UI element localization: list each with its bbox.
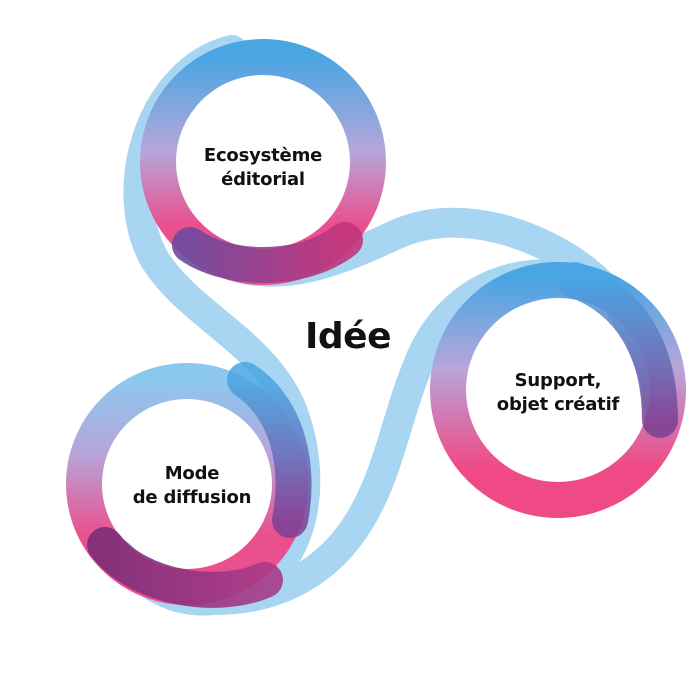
ring-overlap <box>557 262 678 438</box>
center-title: Idée <box>305 316 392 357</box>
node-ecosysteme-editorial: Ecosystème éditorial <box>163 144 363 192</box>
node-mode-de-diffusion: Mode de diffusion <box>92 462 292 510</box>
node-label-line: objet créatif <box>496 394 620 415</box>
node-label-line: éditorial <box>221 169 305 190</box>
node-label-line: Mode <box>164 463 220 484</box>
ring-overlap <box>172 222 363 283</box>
node-label-line: Ecosystème <box>203 145 323 166</box>
ring-overlap <box>87 527 283 608</box>
node-support-objet-creatif: Support, objet créatif <box>448 369 668 417</box>
node-label-line: Support, <box>514 370 602 391</box>
ring-overlap <box>227 362 312 538</box>
node-label-line: de diffusion <box>132 487 252 508</box>
